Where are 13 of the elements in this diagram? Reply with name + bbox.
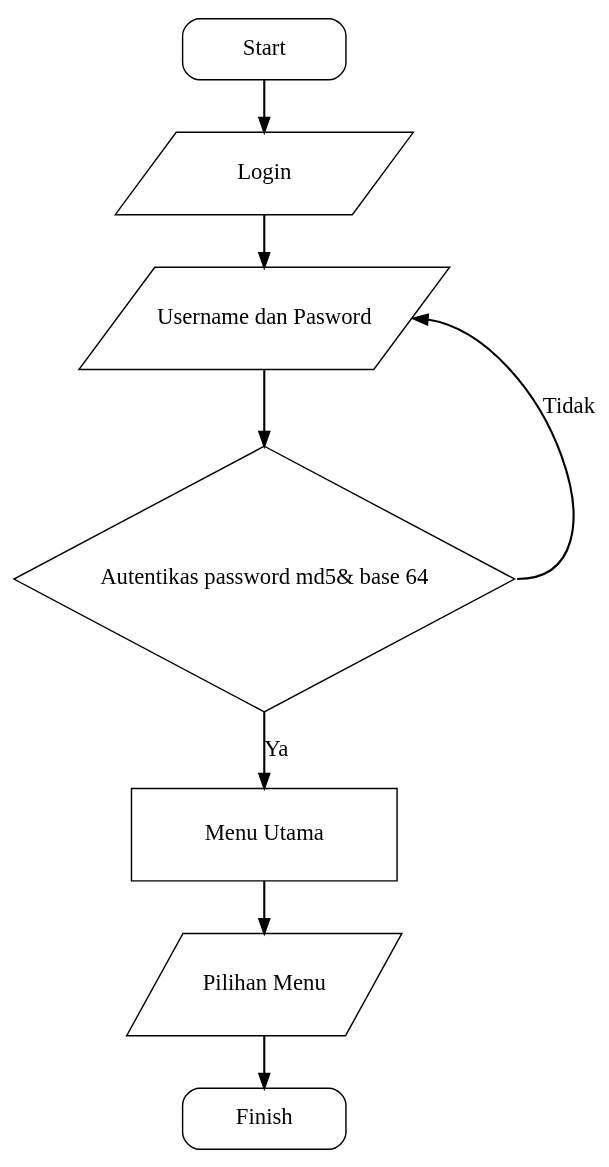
arrow	[257, 711, 271, 791]
arrow	[410, 312, 575, 580]
edge-label: Ya	[264, 735, 289, 761]
node-box: Start	[181, 17, 347, 80]
arrow	[257, 214, 271, 270]
arrow	[257, 880, 271, 937]
arrow	[257, 1035, 271, 1091]
node-box: Menu Utama	[130, 787, 398, 882]
edge-label: Tidak	[542, 392, 596, 418]
node-diamond: Autentikas password md5& base 64	[12, 444, 517, 713]
arrow	[257, 79, 271, 135]
arrow	[257, 369, 271, 449]
node-box: Finish	[181, 1087, 347, 1150]
